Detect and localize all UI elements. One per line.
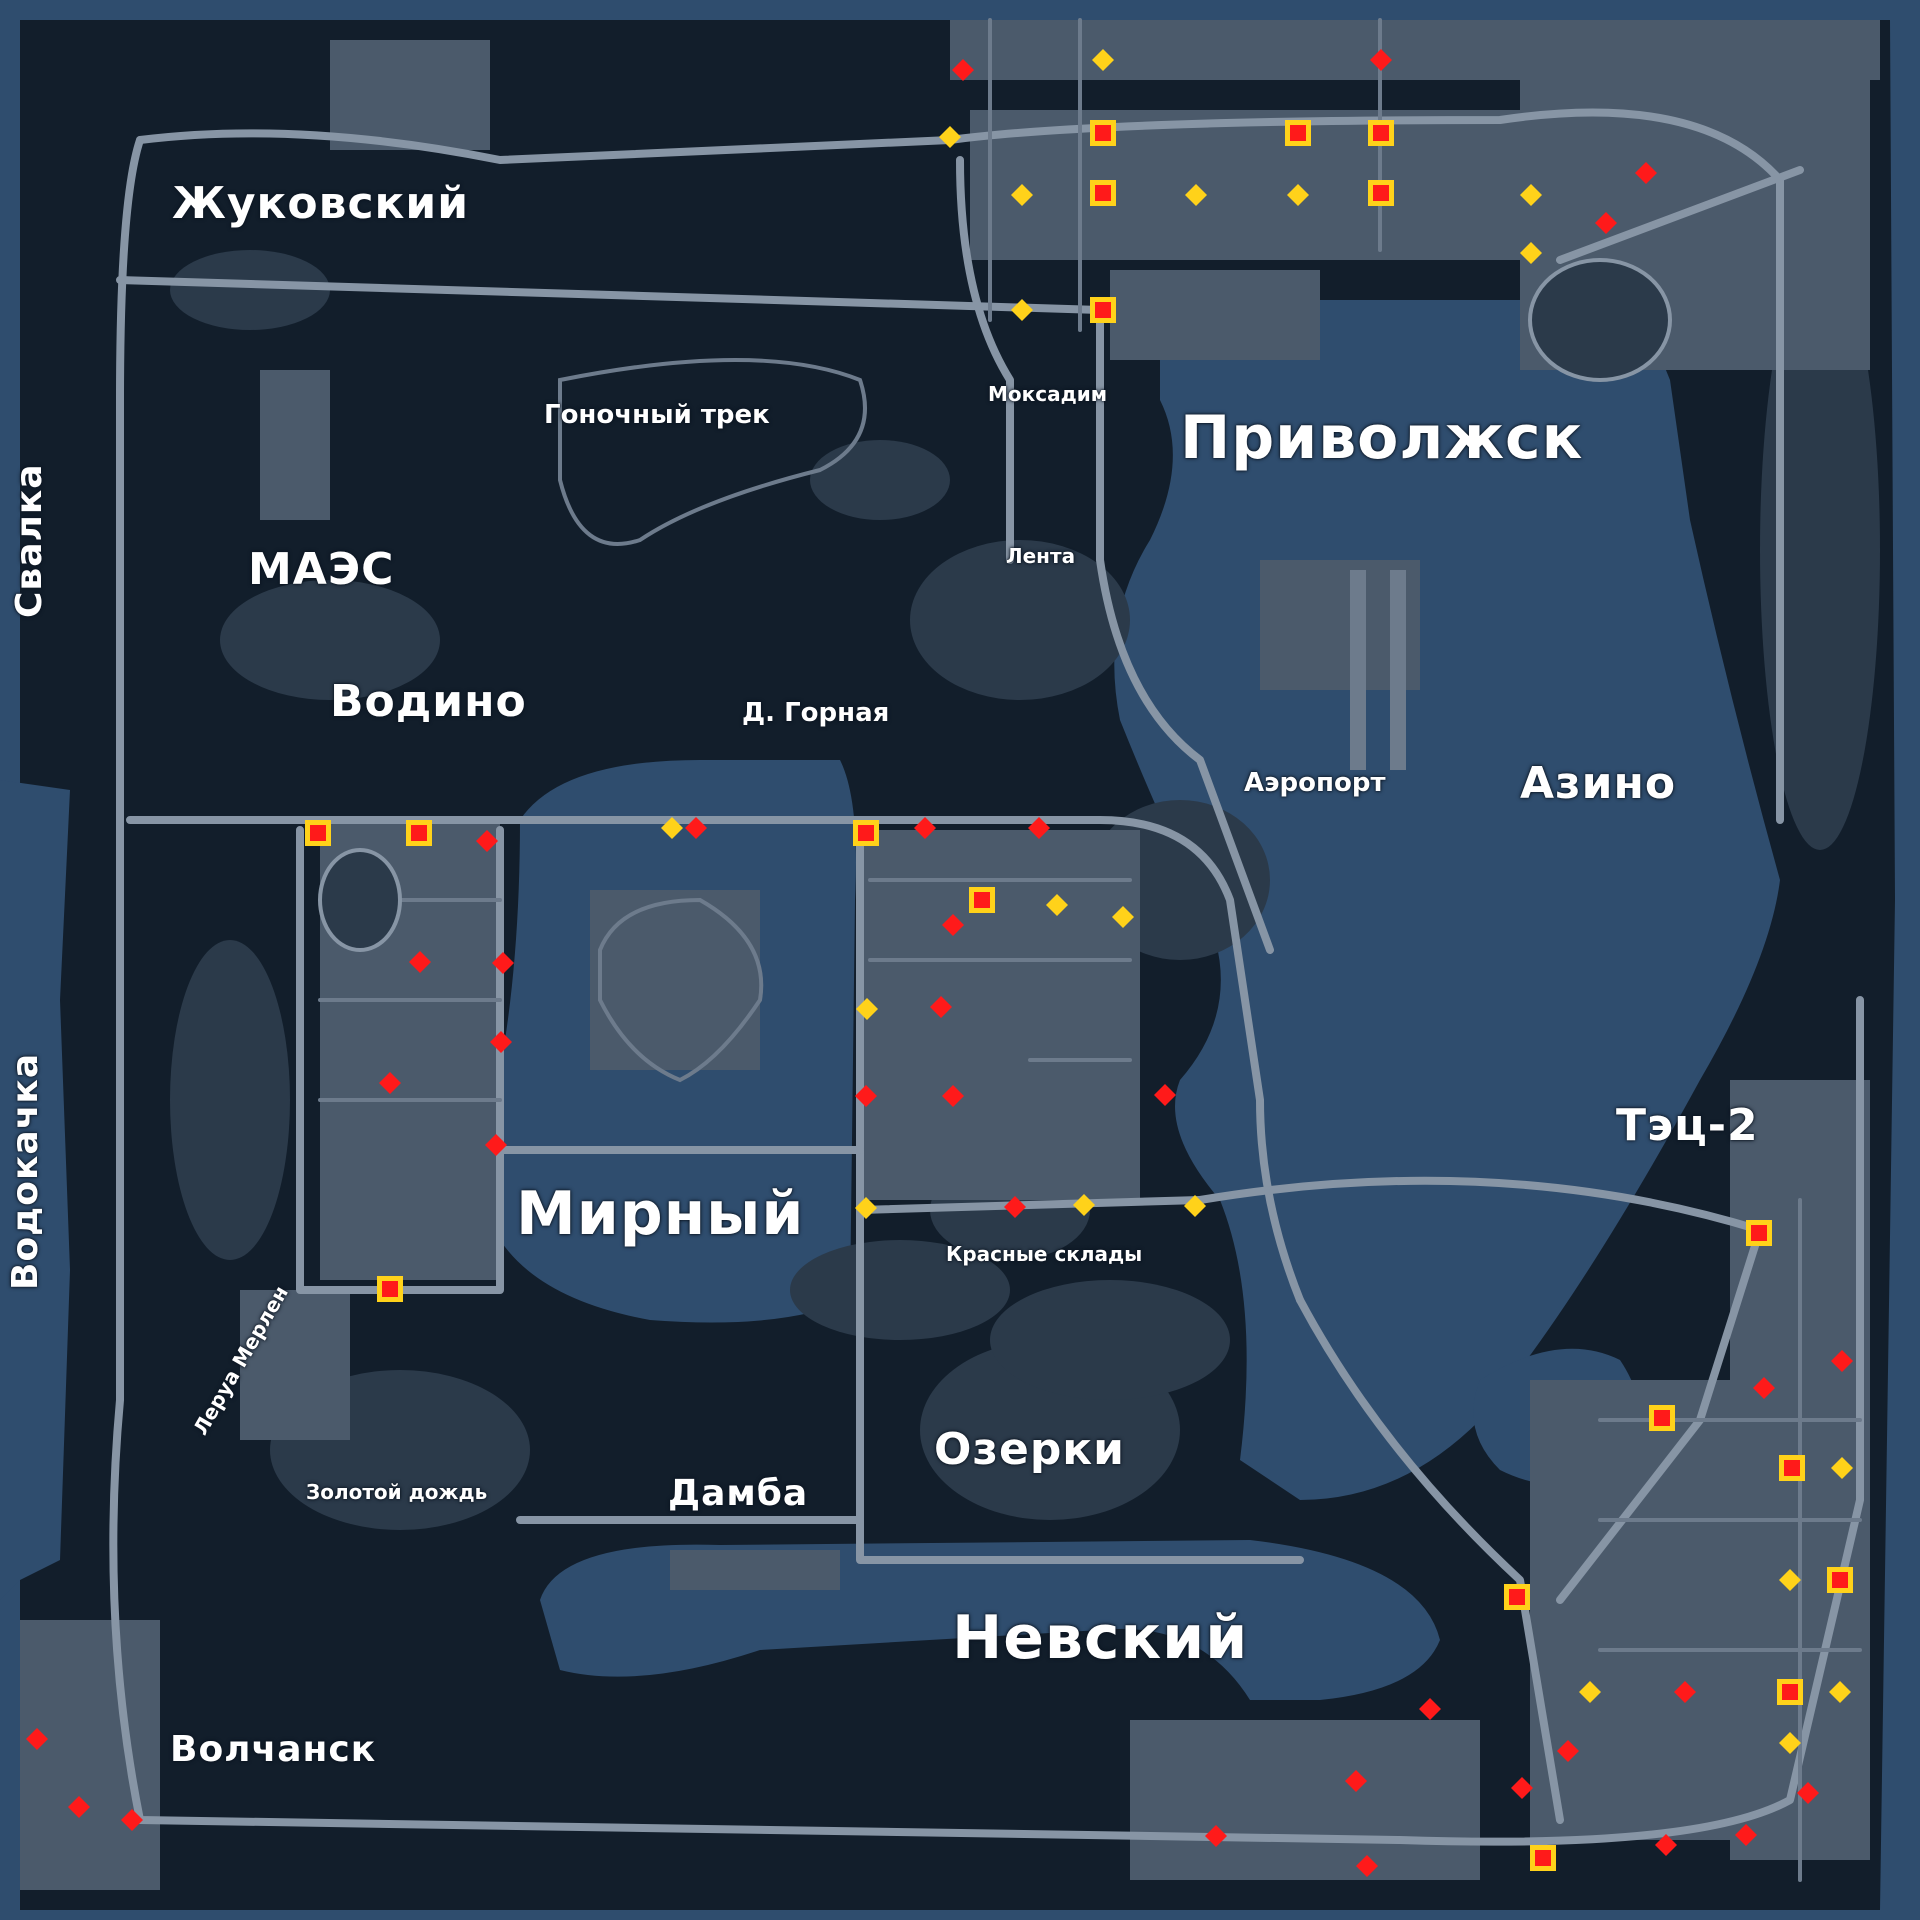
marker-center (1290, 125, 1306, 141)
label-vodino: Водино (330, 676, 527, 727)
yellow-diamond-icon[interactable] (1011, 299, 1033, 321)
yellow-diamond-icon[interactable] (1520, 242, 1542, 264)
marker-center (1782, 1684, 1798, 1700)
yellow-diamond-icon[interactable] (1579, 1681, 1601, 1703)
marker-center (1095, 185, 1111, 201)
marker-center (1095, 125, 1111, 141)
label-red-warehouses: Красные склады (946, 1242, 1143, 1266)
left-water (0, 780, 70, 1600)
red-diamond-icon[interactable] (942, 914, 964, 936)
label-tec2: Тэц-2 (1616, 1100, 1759, 1151)
marker-center (858, 825, 874, 841)
yellow-diamond-icon[interactable] (939, 126, 961, 148)
label-lenta: Лента (1006, 544, 1076, 568)
red-diamond-icon[interactable] (1753, 1377, 1775, 1399)
red-diamond-icon[interactable] (1345, 1770, 1367, 1792)
red-diamond-icon[interactable] (68, 1796, 90, 1818)
yellow-diamond-icon[interactable] (1112, 906, 1134, 928)
red-diamond-icon[interactable] (942, 1085, 964, 1107)
yellow-diamond-icon[interactable] (855, 1197, 877, 1219)
yellow-diamond-icon[interactable] (1073, 1194, 1095, 1216)
marker-center (1832, 1572, 1848, 1588)
label-svalka: Свалка (9, 463, 50, 618)
red-diamond-icon[interactable] (490, 1031, 512, 1053)
label-damba: Дамба (668, 1473, 809, 1514)
airport-runways (1350, 570, 1406, 770)
yellow-diamond-icon[interactable] (1779, 1569, 1801, 1591)
red-diamond-icon[interactable] (1356, 1855, 1378, 1877)
red-diamond-icon[interactable] (379, 1072, 401, 1094)
red-diamond-icon[interactable] (1595, 212, 1617, 234)
label-mirny: Мирный (516, 1179, 805, 1249)
marker-center (1535, 1850, 1551, 1866)
red-diamond-icon[interactable] (1797, 1782, 1819, 1804)
label-maes: МАЭС (248, 544, 395, 595)
label-ozerki: Озерки (934, 1424, 1126, 1475)
red-diamond-icon[interactable] (26, 1728, 48, 1750)
yellow-diamond-icon[interactable] (1829, 1681, 1851, 1703)
yellow-diamond-icon[interactable] (1287, 184, 1309, 206)
label-privolzhsk: Приволжск (1180, 403, 1584, 473)
red-diamond-icon[interactable] (1635, 162, 1657, 184)
red-diamond-icon[interactable] (476, 830, 498, 852)
label-zhukovsky: Жуковский (172, 178, 470, 229)
marker-center (1784, 1460, 1800, 1476)
red-diamond-icon[interactable] (685, 817, 707, 839)
red-diamond-icon[interactable] (409, 951, 431, 973)
yellow-diamond-icon[interactable] (856, 998, 878, 1020)
red-diamond-icon[interactable] (1831, 1350, 1853, 1372)
red-diamond-icon[interactable] (1028, 817, 1050, 839)
marker-center (1373, 185, 1389, 201)
red-diamond-icon[interactable] (1735, 1824, 1757, 1846)
yellow-diamond-icon[interactable] (1046, 894, 1068, 916)
label-airport: Аэропорт (1244, 768, 1386, 798)
red-diamond-icon[interactable] (492, 952, 514, 974)
red-diamond-icon[interactable] (1004, 1196, 1026, 1218)
red-diamond-icon[interactable] (1557, 1740, 1579, 1762)
marker-center (411, 825, 427, 841)
label-race-track: Гоночный трек (544, 400, 770, 430)
label-vodokachka: Водокачка (5, 1052, 46, 1290)
red-diamond-icon[interactable] (930, 996, 952, 1018)
red-diamond-icon[interactable] (1154, 1084, 1176, 1106)
roads (109, 108, 1864, 1846)
yellow-diamond-icon[interactable] (1092, 49, 1114, 71)
yellow-diamond-icon[interactable] (661, 817, 683, 839)
red-diamond-icon[interactable] (914, 817, 936, 839)
marker-center (1509, 1589, 1525, 1605)
label-azino: Азино (1520, 758, 1677, 809)
label-zolotoy: Золотой дождь (306, 1480, 488, 1504)
marker-center (974, 892, 990, 908)
marker-center (1373, 125, 1389, 141)
marker-center (310, 825, 326, 841)
marker-center (1751, 1225, 1767, 1241)
minor-roads (318, 18, 1862, 1882)
red-diamond-icon[interactable] (1511, 1777, 1533, 1799)
red-diamond-icon[interactable] (1674, 1681, 1696, 1703)
red-diamond-icon[interactable] (485, 1134, 507, 1156)
yellow-diamond-icon[interactable] (1185, 184, 1207, 206)
yellow-diamond-icon[interactable] (1011, 184, 1033, 206)
markers-layer (26, 49, 1853, 1877)
marker-center (382, 1281, 398, 1297)
yellow-diamond-icon[interactable] (1184, 1195, 1206, 1217)
stadiums (318, 258, 1672, 952)
yellow-diamond-icon[interactable] (1779, 1732, 1801, 1754)
marker-center (1654, 1410, 1670, 1426)
red-diamond-icon[interactable] (1370, 49, 1392, 71)
red-diamond-icon[interactable] (1655, 1834, 1677, 1856)
red-diamond-icon[interactable] (121, 1809, 143, 1831)
red-diamond-icon[interactable] (1419, 1698, 1441, 1720)
red-diamond-icon[interactable] (855, 1085, 877, 1107)
red-diamond-icon[interactable] (952, 59, 974, 81)
label-volchansk: Волчанск (170, 1729, 377, 1770)
red-diamond-icon[interactable] (1205, 1825, 1227, 1847)
yellow-diamond-icon[interactable] (1520, 184, 1542, 206)
yellow-diamond-icon[interactable] (1831, 1457, 1853, 1479)
label-nevsky: Невский (952, 1603, 1249, 1673)
label-moksadim: Моксадим (988, 382, 1108, 406)
marker-center (1095, 302, 1111, 318)
label-d-gornaya: Д. Горная (742, 698, 890, 728)
